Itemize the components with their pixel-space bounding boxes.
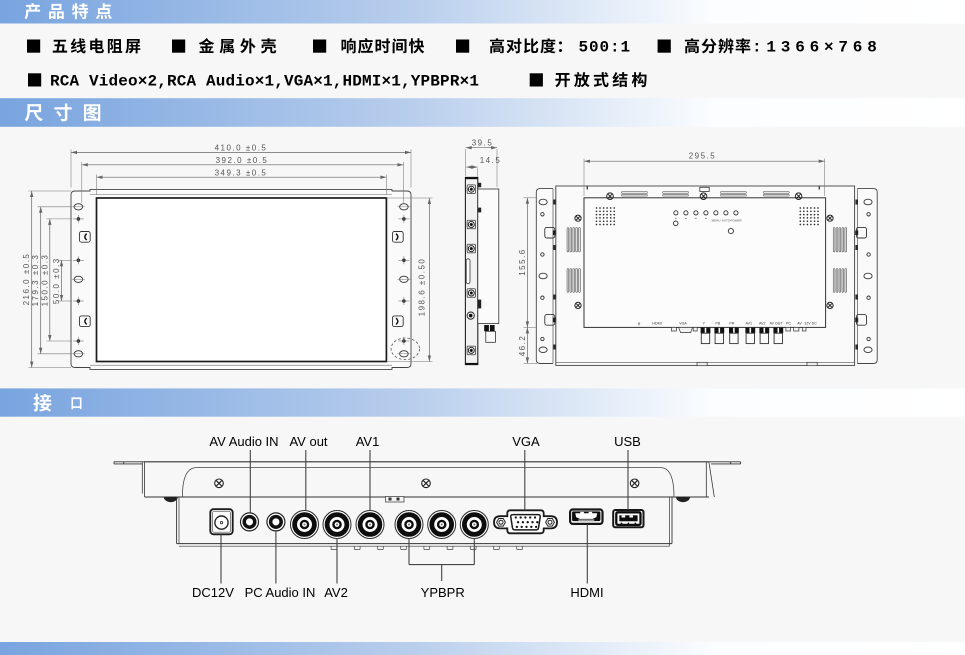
svg-text:PB: PB [715, 321, 720, 325]
svg-text:HDMI: HDMI [570, 585, 603, 600]
svg-text:HDMI: HDMI [652, 321, 661, 325]
svg-text:349.3 ±0.5: 349.3 ±0.5 [215, 168, 268, 177]
svg-text:VGA: VGA [512, 434, 540, 449]
svg-text:AV out: AV out [289, 434, 327, 449]
svg-text:AUTO: AUTO [722, 219, 731, 223]
svg-text:USB: USB [614, 434, 641, 449]
svg-text:155.6: 155.6 [518, 248, 527, 276]
svg-text:50.0 ±0.3: 50.0 ±0.3 [52, 257, 61, 304]
svg-text:AV2: AV2 [759, 321, 766, 325]
svg-text:MENU: MENU [712, 219, 721, 223]
svg-text:AV1: AV1 [356, 434, 380, 449]
svg-text:AV1: AV1 [746, 321, 753, 325]
svg-text:500:1: 500:1 [579, 39, 632, 57]
svg-text:AV Audio IN: AV Audio IN [209, 434, 278, 449]
svg-text:14.5: 14.5 [480, 156, 502, 165]
svg-text:216.0 ±0.5: 216.0 ±0.5 [22, 253, 31, 306]
svg-text::1366×768: :1366×768 [752, 39, 882, 57]
svg-text:295.5: 295.5 [689, 152, 717, 161]
svg-text:RCA Video×2,RCA Audio×1,VGA×1,: RCA Video×2,RCA Audio×1,VGA×1,HDMI×1,YPB… [50, 73, 479, 91]
svg-text:DC12V: DC12V [192, 585, 234, 600]
svg-text:VGA: VGA [679, 321, 687, 325]
svg-text:PC: PC [786, 321, 791, 325]
svg-text:179.3 ±0.3: 179.3 ±0.3 [31, 254, 40, 307]
svg-text:39.5: 39.5 [472, 138, 494, 147]
svg-text:46.2: 46.2 [518, 335, 527, 357]
svg-text:12V DC: 12V DC [804, 321, 817, 325]
svg-text:392.0 ±0.5: 392.0 ±0.5 [216, 156, 269, 165]
svg-text:150.0 ±0.3: 150.0 ±0.3 [40, 254, 49, 307]
svg-text:AV OUT: AV OUT [769, 321, 783, 325]
svg-text:YPBPR: YPBPR [421, 585, 465, 600]
svg-text:PR: PR [729, 321, 734, 325]
svg-text:POWER: POWER [730, 219, 742, 223]
svg-text:Y: Y [703, 321, 706, 325]
svg-text:PC Audio IN: PC Audio IN [245, 585, 316, 600]
svg-text:ψ: ψ [638, 321, 641, 325]
svg-text:198.6 ±0.50: 198.6 ±0.50 [417, 258, 426, 317]
svg-text:410.0 ±0.5: 410.0 ±0.5 [215, 144, 268, 153]
svg-text:AV: AV [797, 321, 802, 325]
svg-text:AV2: AV2 [324, 585, 348, 600]
